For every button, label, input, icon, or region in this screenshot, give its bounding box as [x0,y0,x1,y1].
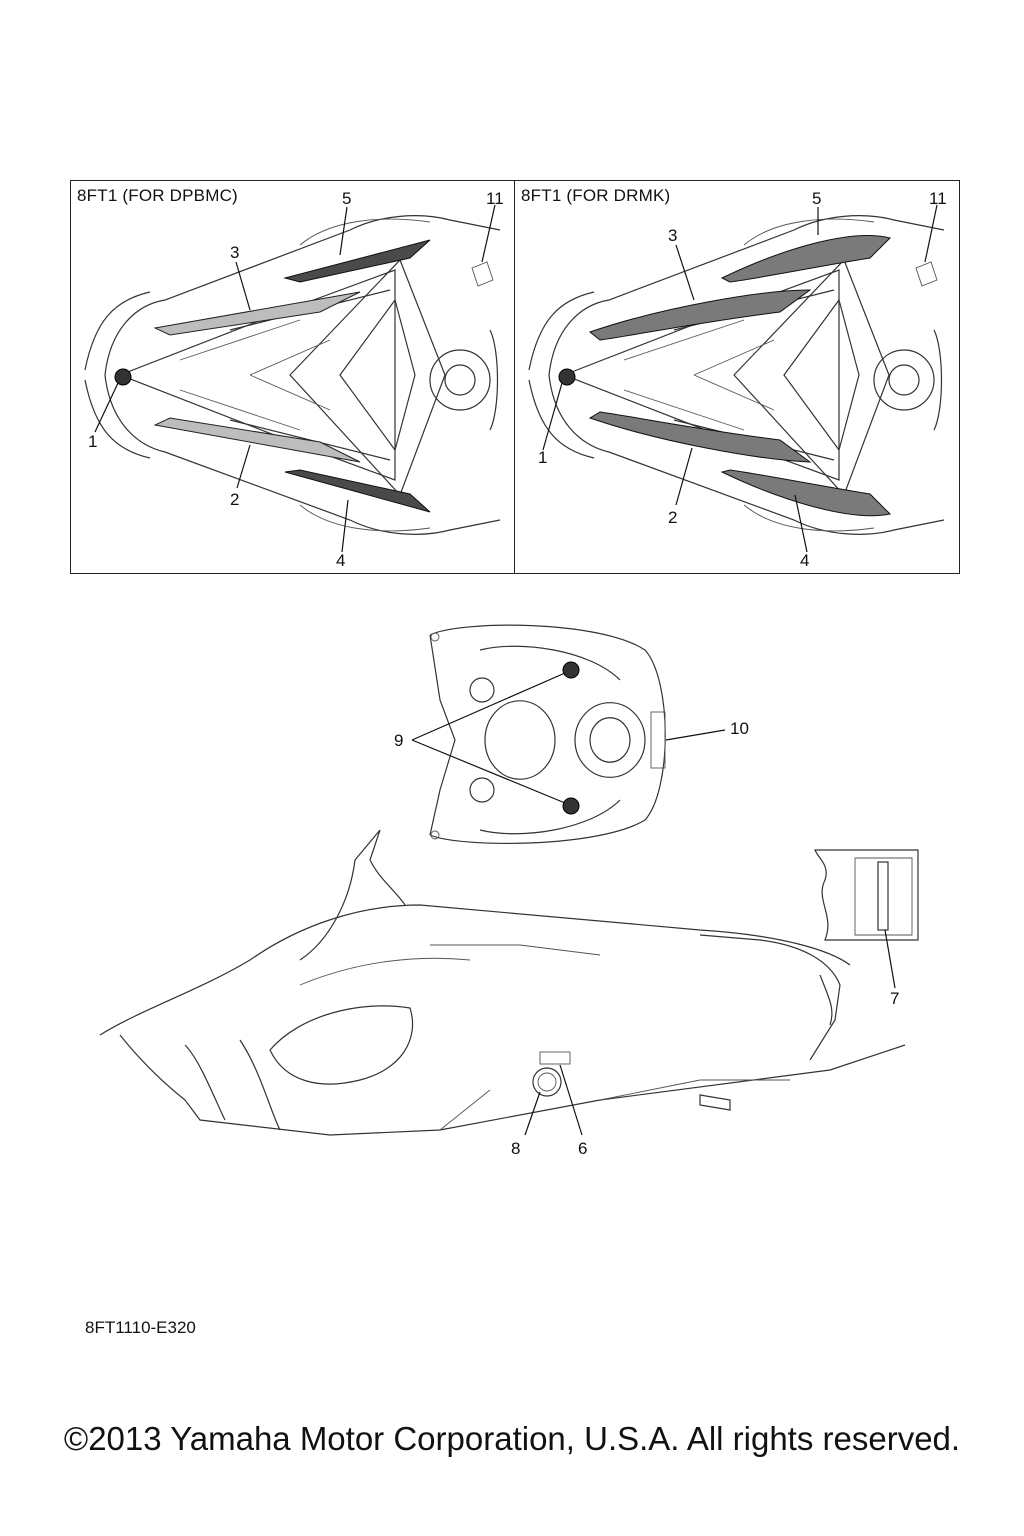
decal-4-drmk [720,469,892,517]
callout-2-dpbmc: 2 [230,490,240,509]
label-11-drmk [915,261,938,287]
callout-3-dpbmc: 3 [230,243,240,262]
drawing-code: 8FT1110-E320 [85,1318,196,1337]
inset-label-7 [814,849,919,941]
label-6 [539,1051,571,1065]
label-11-dpbmc [471,261,494,287]
decal-8-round [532,1067,562,1097]
hood-outline-drmk [528,215,945,535]
callout-1-drmk: 1 [538,448,548,467]
callout-3-drmk: 3 [668,226,678,245]
callout-6: 6 [578,1139,588,1158]
snowmobile-side-view [99,829,906,1136]
copyright-notice: ©2013 Yamaha Motor Corporation, U.S.A. A… [63,1420,961,1457]
decal-3-dpbmc [153,291,361,336]
callout-11-drmk: 11 [929,189,947,208]
panel-dpbmc [70,180,516,574]
callout-7: 7 [890,989,900,1008]
yamaha-emblem-9-bottom [562,797,580,815]
label-7 [877,861,889,931]
panel-title-drmk: 8FT1 (FOR DRMK) [521,186,671,205]
panel-drmk [514,180,960,574]
callout-4-drmk: 4 [800,551,810,570]
panel-title-dpbmc: 8FT1 (FOR DPBMC) [77,186,238,205]
yamaha-emblem-1-drmk [558,368,576,386]
decal-5-drmk [720,235,891,283]
callout-11-dpbmc: 11 [486,189,504,208]
yamaha-emblem-1-dpbmc [114,368,132,386]
decal-2-dpbmc [153,417,361,463]
label-10 [650,711,666,769]
callout-5-dpbmc: 5 [342,189,352,208]
decal-4-dpbmc [284,469,431,513]
decal-5-dpbmc [283,239,431,283]
yamaha-emblem-9-top [562,661,580,679]
callout-2-drmk: 2 [668,508,678,527]
callout-4-dpbmc: 4 [336,551,346,570]
rear-top-view [429,624,666,844]
callout-10: 10 [730,719,749,738]
hood-outline-dpbmc [84,215,501,535]
decal-3-drmk [588,289,812,341]
decal-2-drmk [588,411,812,463]
callout-1-dpbmc: 1 [88,432,98,451]
callout-5-drmk: 5 [812,189,822,208]
callout-9: 9 [394,731,404,750]
callout-8: 8 [511,1139,521,1158]
